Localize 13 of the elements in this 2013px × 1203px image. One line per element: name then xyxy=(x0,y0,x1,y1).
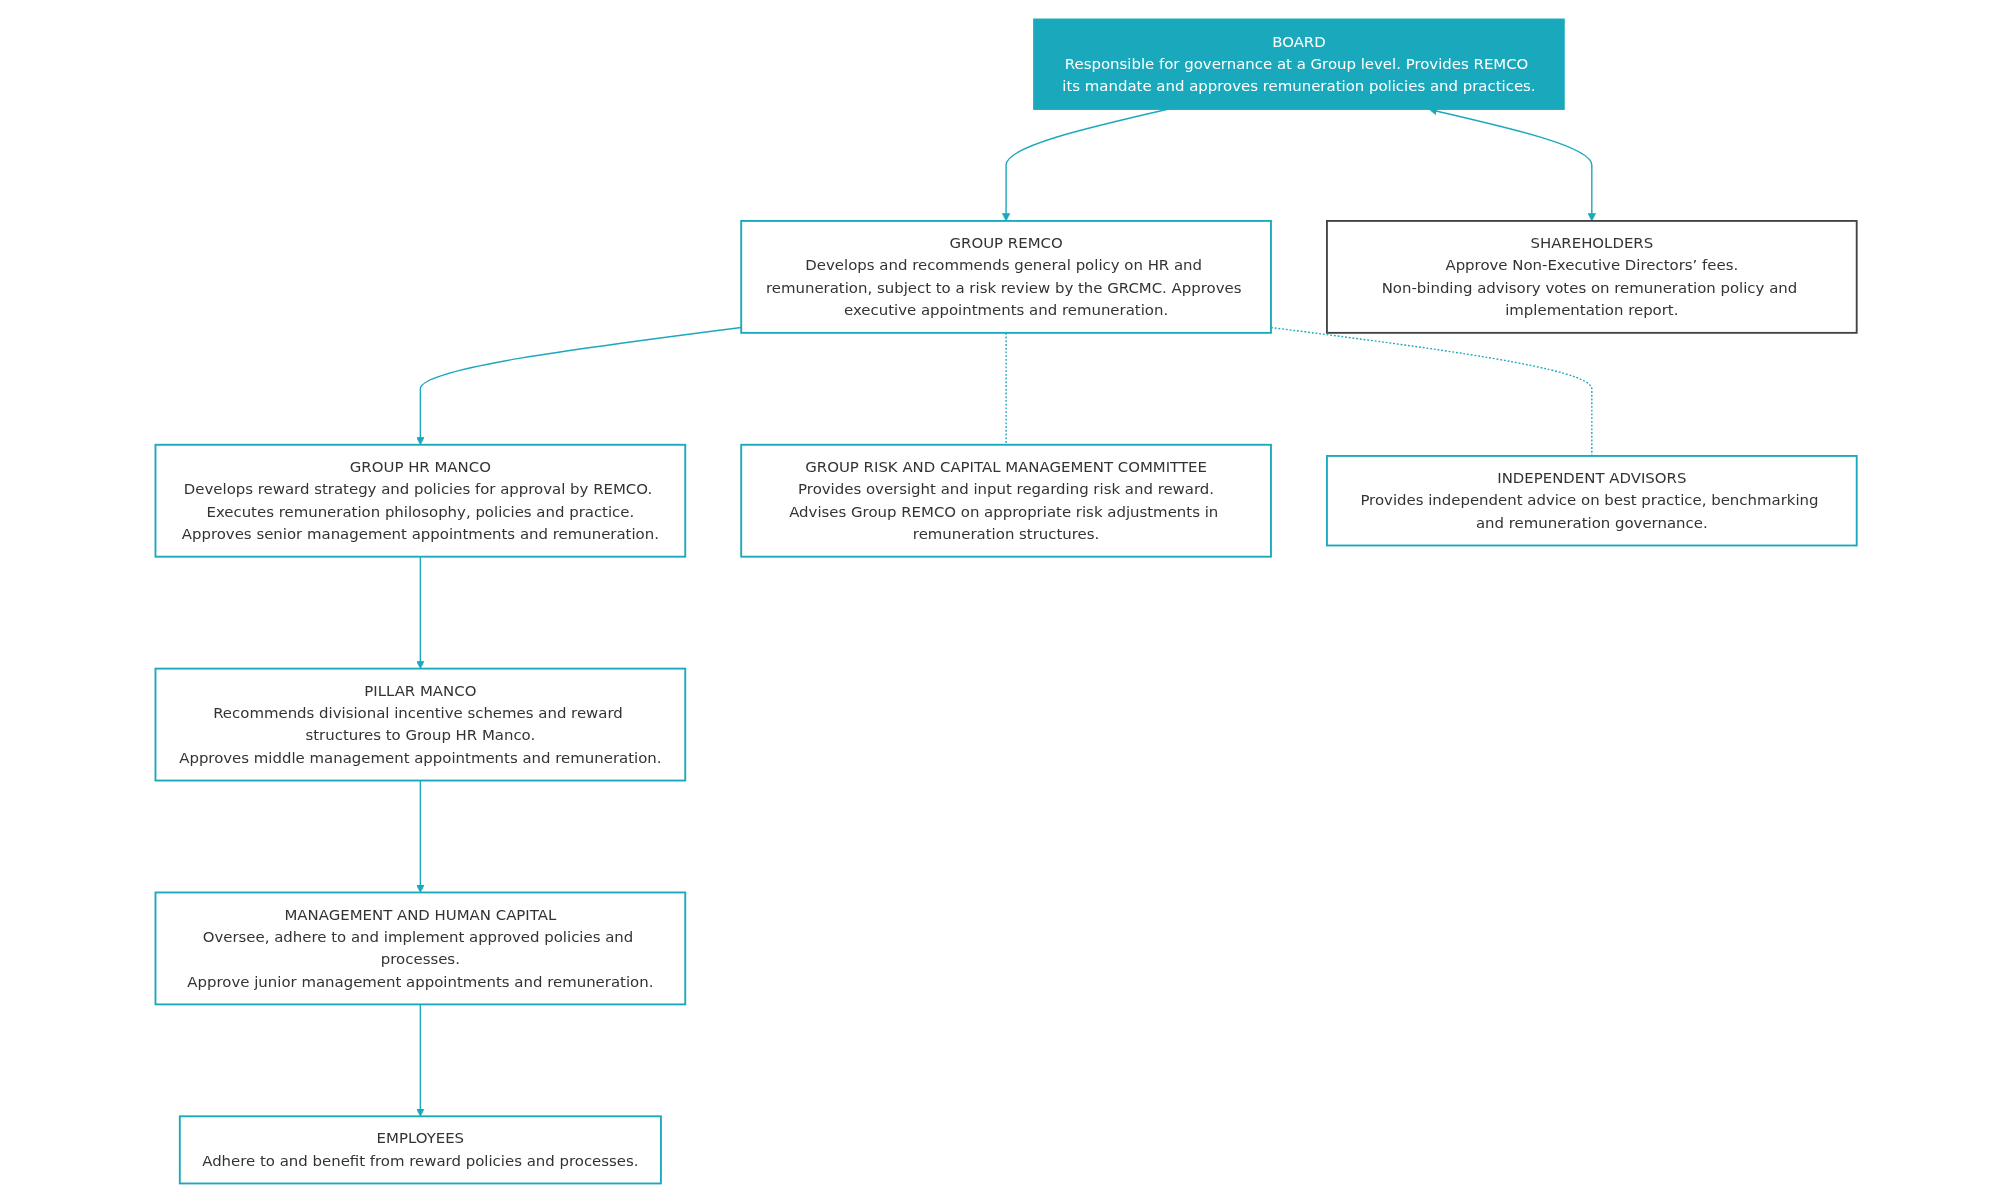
node-box: EMPLOYEES Adhere to and benefit from reward policies and processes. xyxy=(179,1115,663,1185)
node-box: GROUP RISK AND CAPITAL MANAGEMENT COMMITTEE Provides oversight and input regarding risk and reward. Advises Group REMCO on appropriate risk adjustments in remuneration structures. xyxy=(740,443,1273,558)
node-box: GROUP REMCO Develops and recommends general policy on HR and remuneration, subject to a risk review by the GRCMC. Approves executive appointments and remuneration. xyxy=(740,220,1273,334)
connector xyxy=(1005,332,1008,446)
node-box: BOARD Responsible for governance at a Group level. Provides REMCO its mandate and approves remuneration policies and practices. xyxy=(1033,18,1566,110)
arrow xyxy=(416,1003,425,1117)
node-box: GROUP HR MANCO Develops reward strategy and policies for approval by REMCO. Executes remuneration philosophy, policies and practice. Approves senior management appointments and remuneration. xyxy=(154,443,687,558)
node-box: SHAREHOLDERS Approve Non-Executive Directors’ fees. Non-binding advisory votes on remuneration policy and implementation report. xyxy=(1326,220,1859,334)
node-box: INDEPENDENT ADVISORS Provides independent advice on best practice, benchmarking and remuneration governance. xyxy=(1326,455,1859,547)
node-box: MANAGEMENT AND HUMAN CAPITAL Oversee, adhere to and implement approved policies and processes. Approve junior management appointments and remuneration. xyxy=(154,891,687,1006)
arrow xyxy=(416,779,425,893)
arrow xyxy=(416,556,425,669)
node-box: PILLAR MANCO Recommends divisional incentive schemes and reward structures to Group HR Manco. Approves middle management appointments and remuneration. xyxy=(154,667,687,782)
